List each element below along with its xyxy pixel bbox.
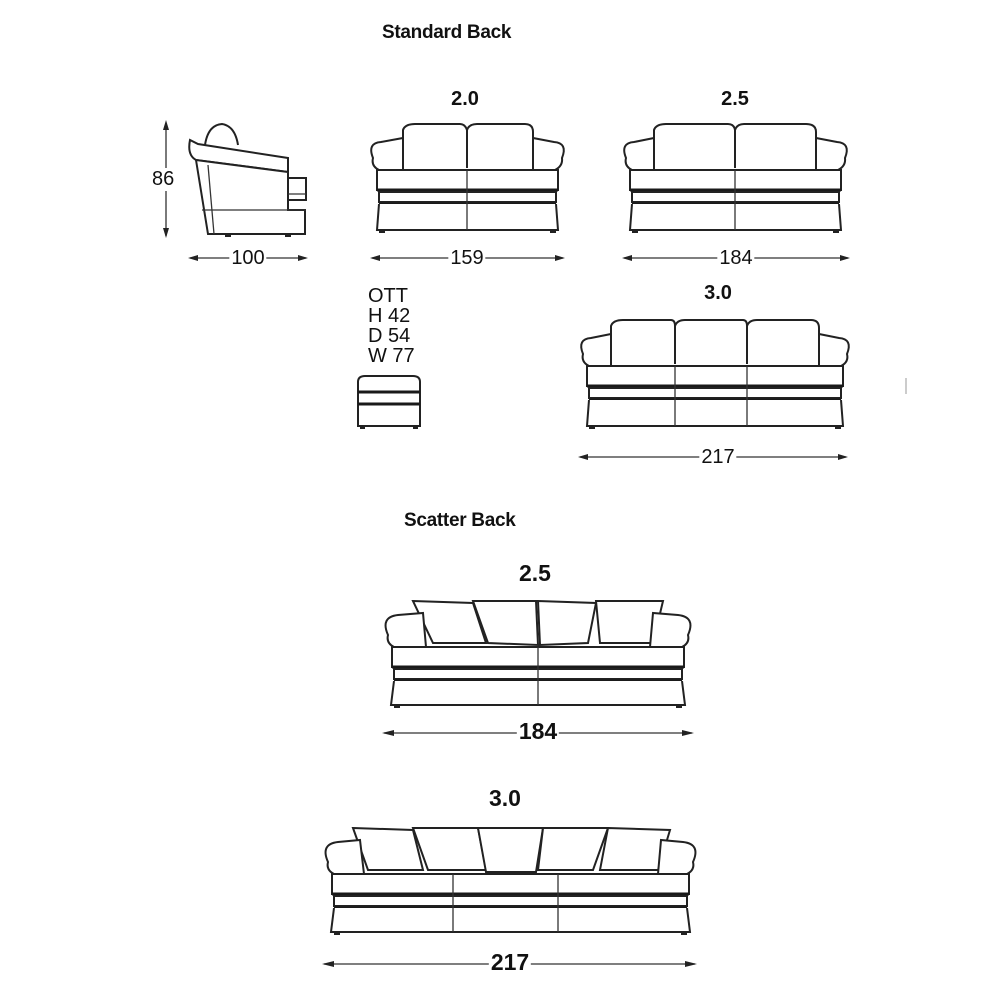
standard-2-5-label: 2.5 xyxy=(721,88,749,110)
standard-2-0-sofa xyxy=(365,118,570,238)
scatter-3-0-sofa xyxy=(318,822,703,937)
scatter-3-0-drawing xyxy=(324,826,697,935)
standard-2-5-drawing xyxy=(623,123,848,233)
section-title-scatter-back: Scatter Back xyxy=(404,510,516,531)
ottoman-width: W 77 xyxy=(368,345,415,367)
scatter-2-5-label: 2.5 xyxy=(519,560,551,586)
standard-3-0-width-dimension: 217 xyxy=(578,445,848,469)
chair-side-drawing xyxy=(163,120,307,238)
standard-2-0-label: 2.0 xyxy=(451,88,479,110)
scatter-2-5-width-label: 184 xyxy=(516,718,560,744)
ottoman-spec: OTT H 42 D 54 W 77 xyxy=(368,286,415,366)
scatter-2-5-drawing xyxy=(384,599,692,708)
standard-3-0-sofa xyxy=(575,314,855,434)
standard-3-0-label: 3.0 xyxy=(704,282,732,304)
chair-side-view: 86 xyxy=(150,110,320,280)
scatter-3-0-label: 3.0 xyxy=(489,785,521,811)
stray-mark xyxy=(905,378,907,394)
ottoman-drawing xyxy=(355,374,425,434)
standard-2-0-drawing xyxy=(370,123,565,233)
standard-3-0-drawing xyxy=(580,319,850,429)
chair-width-dimension: 100 xyxy=(188,246,308,270)
standard-2-0-width-label: 159 xyxy=(448,246,486,270)
scatter-3-0-width-label: 217 xyxy=(488,949,532,975)
standard-3-0-width-label: 217 xyxy=(699,445,737,469)
scatter-2-5-width-dimension: 184 xyxy=(382,719,694,743)
scatter-3-0-width-dimension: 217 xyxy=(322,950,697,974)
chair-height-label: 86 xyxy=(152,168,175,191)
scatter-2-5-sofa xyxy=(378,595,698,710)
standard-2-5-width-dimension: 184 xyxy=(622,246,850,270)
chair-width-label: 100 xyxy=(229,246,267,270)
section-title-standard-back: Standard Back xyxy=(382,22,512,43)
ottoman-depth: D 54 xyxy=(368,325,411,347)
ottoman-label: OTT xyxy=(368,285,408,307)
standard-2-0-width-dimension: 159 xyxy=(370,246,565,270)
ottoman-height: H 42 xyxy=(368,305,411,327)
standard-2-5-sofa xyxy=(618,118,853,238)
standard-2-5-width-label: 184 xyxy=(717,246,755,270)
